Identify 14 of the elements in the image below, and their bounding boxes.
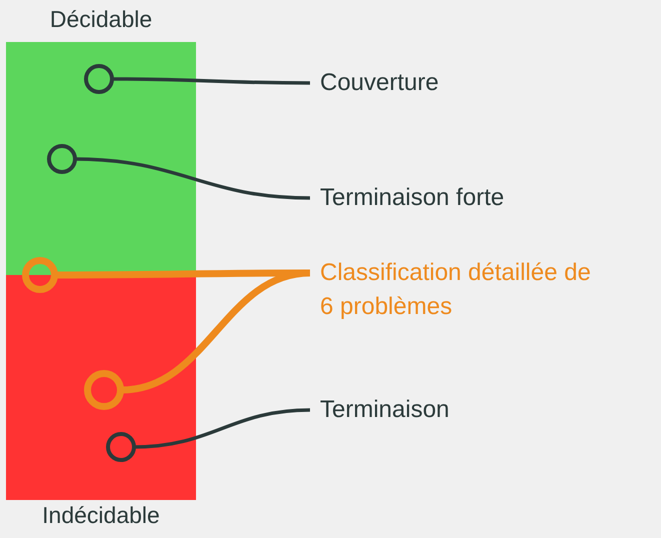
- callout-label: Terminaison: [320, 393, 620, 427]
- band-heading: Décidable: [50, 6, 152, 33]
- leader-line: [74, 157, 310, 200]
- leader-line: [134, 408, 310, 449]
- callout-label: Classification détaillée de 6 problèmes: [320, 256, 610, 324]
- leader-line: [112, 77, 310, 85]
- callout-label: Terminaison forte: [320, 181, 640, 215]
- marker-dot: [47, 144, 77, 174]
- marker-dot: [106, 432, 136, 462]
- marker-dot: [22, 257, 58, 293]
- marker-dot: [84, 370, 124, 410]
- callout-label: Couverture: [320, 66, 620, 100]
- marker-dot: [84, 64, 114, 94]
- band-heading: Indécidable: [42, 502, 160, 529]
